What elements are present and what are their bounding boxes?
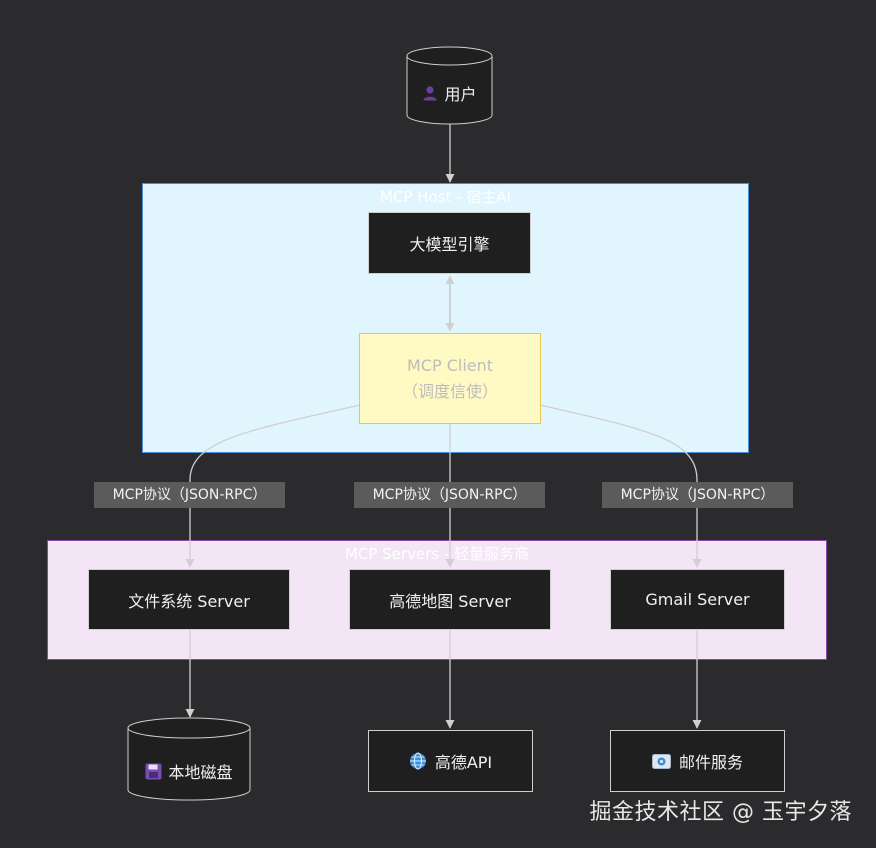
gmail-server-label: Gmail Server xyxy=(645,590,750,609)
filesystem-server-node: 文件系统 Server xyxy=(88,569,290,630)
llm-engine-label: 大模型引擎 xyxy=(409,235,490,254)
local-disk-node: 本地磁盘 xyxy=(127,717,251,801)
amap-server-label: 高德地图 Server xyxy=(389,591,511,611)
envelope-icon xyxy=(651,753,671,769)
llm-engine-node: 大模型引擎 xyxy=(368,212,531,274)
floppy-disk-icon xyxy=(145,763,162,780)
amap-api-node: 高德API xyxy=(368,730,533,792)
filesystem-server-label: 文件系统 Server xyxy=(128,591,250,611)
mail-service-label: 邮件服务 xyxy=(678,753,743,772)
mail-service-node: 邮件服务 xyxy=(610,730,785,792)
user-icon xyxy=(422,85,438,101)
amap-server-node: 高德地图 Server xyxy=(349,569,551,630)
user-label: 用户 xyxy=(444,85,477,104)
user-node: 用户 xyxy=(406,46,493,125)
edge-label-protocol-center: MCP协议（JSON-RPC） xyxy=(354,482,545,508)
edge-label-protocol-left: MCP协议（JSON-RPC） xyxy=(94,482,285,508)
mcp-client-sublabel: （调度信使） xyxy=(401,381,498,401)
mcp-servers-title: MCP Servers - 轻量服务商 xyxy=(344,545,530,563)
gmail-server-node: Gmail Server xyxy=(610,569,785,630)
user-cylinder-shape xyxy=(406,46,493,125)
globe-icon xyxy=(409,752,427,770)
mcp-host-title: MCP Host - 宿主AI xyxy=(379,188,512,206)
amap-api-label: 高德API xyxy=(434,753,493,772)
disk-cylinder-shape xyxy=(127,717,251,801)
mcp-client-label: MCP Client xyxy=(406,355,494,375)
edge-label-protocol-right: MCP协议（JSON-RPC） xyxy=(602,482,793,508)
mcp-client-node: MCP Client （调度信使） xyxy=(359,333,541,424)
local-disk-label: 本地磁盘 xyxy=(168,763,233,782)
watermark: 掘金技术社区 @ 玉宇夕落 xyxy=(589,800,852,825)
